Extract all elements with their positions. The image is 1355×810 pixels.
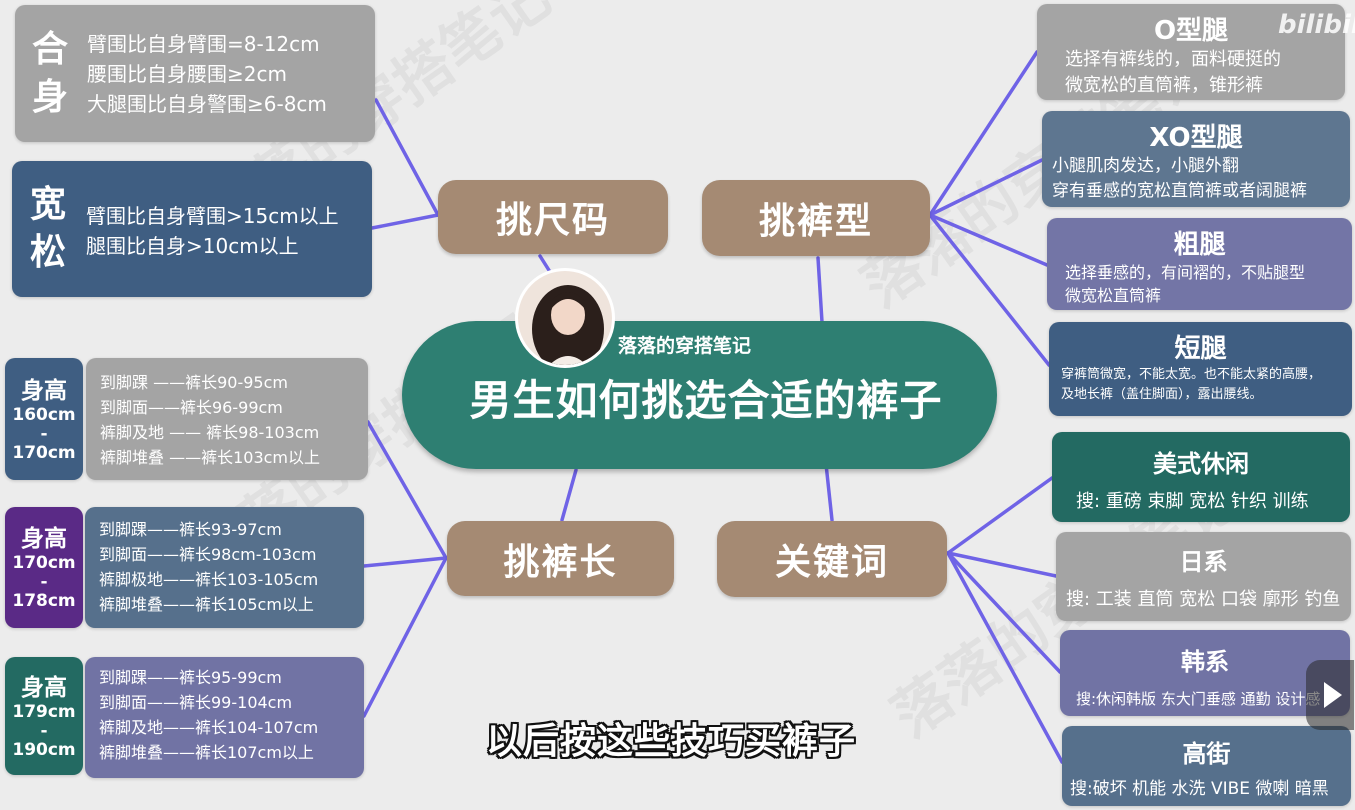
size-card-lines: 臂围比自身臂围>15cm以上 腿围比自身>10cm以上 (86, 201, 339, 261)
keyword-card-high-street: 高街 搜:破坏 机能 水洗 VIBE 微喇 暗黑 (1062, 726, 1351, 806)
height-text: 160cm (12, 404, 76, 425)
type-desc-line: 穿裤筒微宽，不能太宽。也不能太紧的高腰， (1061, 367, 1322, 382)
type-desc-line: 小腿肌肉发达，小腿外翻 (1052, 156, 1239, 176)
height-text: - (40, 720, 48, 741)
height-text: 170cm (12, 442, 76, 463)
height-text: 178cm (12, 591, 76, 611)
branch-keywords: 关键词 (717, 521, 947, 597)
center-title: 男生如何挑选合适的裤子 (469, 376, 943, 425)
branch-size: 挑尺码 (438, 180, 668, 254)
size-line: 腰围比自身腰围≥2cm (87, 62, 287, 86)
video-subtitle: 以后按这些技巧买裤子 (486, 721, 857, 762)
length-line: 到脚踝 ——裤长90-95cm (100, 373, 288, 392)
label-char: 宽 (29, 184, 66, 225)
keyword-desc: 搜: 工装 直筒 宽松 口袋 廓形 钓鱼 (1066, 589, 1341, 610)
label-char: 合 (31, 28, 68, 70)
type-desc-line: 及地长裤（盖住脚面），露出腰线。 (1061, 387, 1263, 402)
type-title: 短腿 (1174, 334, 1227, 364)
size-card-fit: 合 身 臂围比自身臂围=8-12cm 腰围比自身腰围≥2cm 大腿围比自身警围≥… (15, 5, 375, 142)
type-desc-line: 微宽松的直筒裤，锥形裤 (1065, 75, 1263, 96)
length-line: 裤脚堆叠——裤长107cm以上 (99, 743, 314, 762)
type-desc-line: 穿有垂感的宽松直筒裤或者阔腿裤 (1052, 181, 1307, 201)
height-text: - (40, 423, 48, 444)
height-label: 身高 170cm - 178cm (5, 507, 83, 628)
type-desc-line: 选择垂感的，有间褶的，不贴腿型 (1065, 263, 1306, 282)
label-char: 松 (29, 232, 66, 273)
height-text: 身高 (21, 377, 67, 404)
type-title: O型腿 (1153, 16, 1229, 46)
keyword-desc: 搜:破坏 机能 水洗 VIBE 微喇 暗黑 (1070, 779, 1329, 799)
author-name: 落落的穿搭笔记 (618, 335, 752, 357)
type-card-xo-leg: XO型腿 小腿肌肉发达，小腿外翻 穿有垂感的宽松直筒裤或者阔腿裤 (1042, 111, 1350, 207)
type-desc-line: 微宽松直筒裤 (1065, 286, 1162, 305)
type-title: 粗腿 (1173, 230, 1226, 260)
type-desc: 选择垂感的，有间褶的，不贴腿型 微宽松直筒裤 (1047, 261, 1352, 307)
size-card-loose: 宽 松 臂围比自身臂围>15cm以上 腿围比自身>10cm以上 (12, 161, 372, 297)
type-card-short-leg: 短腿 穿裤筒微宽，不能太宽。也不能太紧的高腰， 及地长裤（盖住脚面），露出腰线。 (1049, 322, 1352, 416)
branch-pants-length: 挑裤长 (447, 521, 674, 596)
size-line: 大腿围比自身警围≥6-8cm (87, 92, 327, 116)
length-line: 裤脚及地 —— 裤长98-103cm (100, 423, 320, 442)
height-text: 170cm (12, 553, 76, 573)
size-line: 腿围比自身>10cm以上 (86, 234, 299, 258)
keyword-title: 日系 (1179, 548, 1228, 576)
length-card-179: 身高 179cm - 190cm 到脚踝——裤长95-99cm 到脚面——裤长9… (5, 657, 364, 778)
length-line: 到脚踝——裤长93-97cm (99, 520, 282, 539)
height-text: 身高 (21, 674, 67, 701)
branch-pants-type: 挑裤型 (702, 180, 930, 256)
length-line: 裤脚堆叠 ——裤长103cm以上 (100, 448, 321, 467)
label-char: 身 (31, 76, 68, 118)
keyword-card-american: 美式休闲 搜: 重磅 束脚 宽松 针织 训练 (1052, 432, 1350, 522)
height-label: 身高 160cm - 170cm (5, 358, 83, 480)
length-card-170: 身高 170cm - 178cm 到脚踝——裤长93-97cm 到脚面——裤长9… (5, 507, 364, 628)
keyword-desc: 搜: 重磅 束脚 宽松 针织 训练 (1076, 491, 1309, 512)
length-card-160: 身高 160cm - 170cm 到脚踝 ——裤长90-95cm 到脚面——裤长… (5, 358, 368, 480)
height-text: 190cm (12, 739, 76, 760)
height-label: 身高 179cm - 190cm (5, 657, 83, 775)
type-card-o-leg: O型腿 选择有裤线的，面料硬挺的 微宽松的直筒裤，锥形裤 (1037, 4, 1345, 100)
length-details: 到脚踝——裤长93-97cm 到脚面——裤长98cm-103cm 裤脚极地——裤… (85, 507, 364, 628)
keyword-title: 美式休闲 (1153, 450, 1249, 478)
height-text: - (40, 572, 48, 592)
size-card-label: 合 身 (15, 5, 85, 142)
keyword-card-japanese: 日系 搜: 工装 直筒 宽松 口袋 廓形 钓鱼 (1056, 532, 1351, 621)
type-desc: 穿裤筒微宽，不能太宽。也不能太紧的高腰， 及地长裤（盖住脚面），露出腰线。 (1049, 365, 1352, 405)
length-line: 到脚面——裤长96-99cm (100, 398, 283, 417)
type-title: XO型腿 (1149, 123, 1243, 153)
keyword-desc: 搜:休闲韩版 东大门垂感 通勤 设计感 (1076, 690, 1321, 708)
length-line: 到脚面——裤长99-104cm (99, 693, 293, 712)
height-text: 179cm (12, 701, 76, 722)
length-line: 到脚踝——裤长95-99cm (99, 668, 282, 687)
keyword-title: 高街 (1182, 740, 1231, 768)
size-card-lines: 臂围比自身臂围=8-12cm 腰围比自身腰围≥2cm 大腿围比自身警围≥6-8c… (87, 29, 327, 119)
keyword-title: 韩系 (1181, 648, 1229, 676)
bilibili-logo: bilibili (1278, 10, 1355, 40)
center-topic: 落落的穿搭笔记 男生如何挑选合适的裤子 (402, 321, 997, 469)
length-line: 裤脚堆叠——裤长105cm以上 (99, 595, 314, 614)
size-card-label: 宽 松 (12, 161, 84, 297)
length-details: 到脚踝 ——裤长90-95cm 到脚面——裤长96-99cm 裤脚及地 —— 裤… (86, 358, 368, 480)
height-text: 身高 (21, 526, 67, 552)
length-line: 裤脚极地——裤长103-105cm (99, 570, 319, 589)
length-details: 到脚踝——裤长95-99cm 到脚面——裤长99-104cm 裤脚及地——裤长1… (85, 657, 364, 778)
length-line: 裤脚及地——裤长104-107cm (99, 718, 319, 737)
play-icon[interactable] (1306, 660, 1354, 730)
size-line: 臂围比自身臂围=8-12cm (87, 32, 320, 56)
avatar (515, 268, 615, 368)
length-line: 到脚面——裤长98cm-103cm (99, 545, 317, 564)
type-desc: 小腿肌肉发达，小腿外翻 穿有垂感的宽松直筒裤或者阔腿裤 (1042, 154, 1350, 204)
type-card-thick-leg: 粗腿 选择垂感的，有间褶的，不贴腿型 微宽松直筒裤 (1047, 218, 1352, 310)
type-desc-line: 选择有裤线的，面料硬挺的 (1065, 49, 1281, 70)
type-desc: 选择有裤线的，面料硬挺的 微宽松的直筒裤，锥形裤 (1037, 47, 1345, 99)
keyword-card-korean: 韩系 搜:休闲韩版 东大门垂感 通勤 设计感 (1060, 630, 1350, 716)
size-line: 臂围比自身臂围>15cm以上 (86, 204, 339, 228)
